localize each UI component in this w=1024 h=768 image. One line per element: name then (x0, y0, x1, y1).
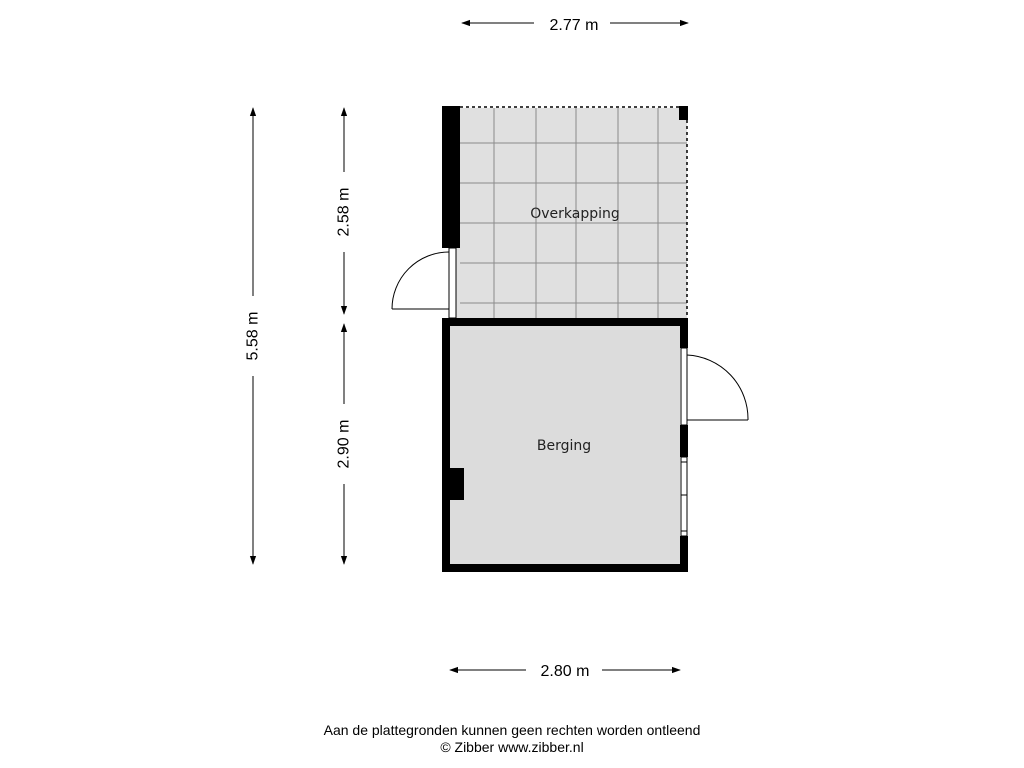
dimension-label-overkapping-height: 2.58 m (336, 188, 353, 237)
overkapping-tiles (460, 108, 687, 318)
dimension-total-height: 5.58 m (245, 107, 262, 565)
berging-top-wall (442, 318, 688, 326)
berging-door-frame (680, 347, 688, 426)
overkapping-door-swing (391, 251, 450, 310)
berging-bottom-wall (442, 564, 688, 572)
dimension-berging-height: 2.90 m (336, 323, 353, 565)
berging-door-swing (686, 354, 749, 421)
dimension-label-top-width: 2.77 m (550, 17, 599, 34)
dimension-label-bottom-width: 2.80 m (541, 663, 590, 680)
room-label-overkapping: Overkapping (530, 206, 620, 222)
dimension-top-width: 2.77 m (461, 17, 689, 34)
berging-right-wall-top (680, 318, 688, 348)
berging-window (680, 456, 688, 537)
overkapping-corner-post (679, 106, 688, 120)
footer-copyright: © Zibber www.zibber.nl (440, 739, 584, 755)
overkapping-door-frame (448, 247, 457, 319)
berging-right-wall-bottom (680, 536, 688, 572)
room-label-berging: Berging (537, 438, 591, 454)
dimension-label-total-height: 5.58 m (245, 312, 262, 361)
berging-right-wall-mid (680, 425, 688, 457)
berging-fixture (450, 468, 464, 500)
dimension-label-berging-height: 2.90 m (336, 420, 353, 469)
footer-disclaimer: Aan de plattegronden kunnen geen rechten… (323, 722, 701, 738)
berging-floor (450, 325, 680, 565)
dimension-overkapping-height: 2.58 m (336, 107, 353, 315)
berging-room (442, 318, 749, 572)
dimension-bottom-width: 2.80 m (449, 663, 681, 680)
overkapping-area (391, 106, 688, 319)
overkapping-left-wall (442, 106, 460, 248)
berging-left-wall (442, 318, 450, 572)
